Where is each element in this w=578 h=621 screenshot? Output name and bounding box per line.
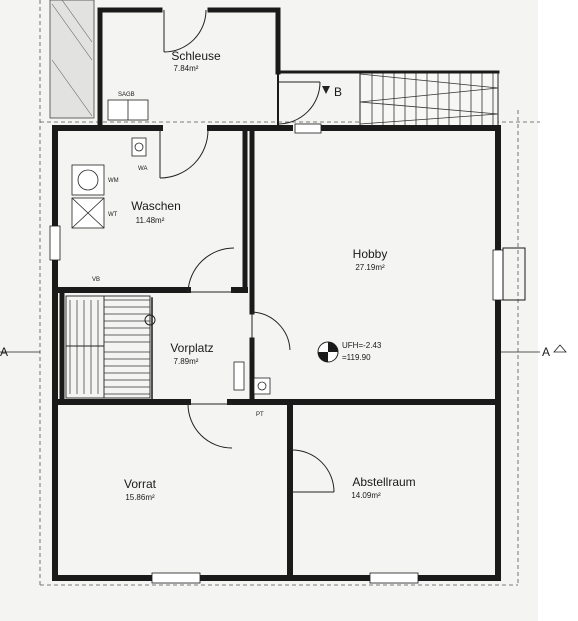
indoor-stair-steps [69, 299, 150, 395]
svg-text:27.19m²: 27.19m² [355, 263, 385, 272]
level-marker-elevation: =119.90 [342, 353, 371, 362]
section-mark-left: A [0, 345, 8, 359]
room-label-abstellraum: Abstellraum 14.09m² [351, 475, 415, 500]
indoor-stairs [65, 295, 151, 399]
fixtures [71, 99, 271, 395]
windows [49, 123, 504, 584]
level-marker-symbol [317, 341, 339, 363]
fixture-label-pt: PT [256, 412, 264, 418]
exterior-strip [49, 0, 95, 119]
fixture-label-wm: WM [108, 178, 119, 184]
room-label-hobby: Hobby 27.19m² [353, 247, 388, 272]
fixture-label-wa: WA [138, 166, 147, 172]
svg-text:7.84m²: 7.84m² [174, 64, 199, 73]
svg-text:Waschen: Waschen [131, 199, 181, 213]
section-mark-right: A [542, 345, 550, 359]
doors [159, 9, 335, 493]
walls [52, 7, 501, 581]
page-margin [538, 0, 578, 621]
stair-post [144, 314, 156, 326]
svg-text:Hobby: Hobby [353, 247, 388, 261]
room-label-waschen: Waschen 11.48m² [131, 199, 181, 225]
outdoor-stairs [359, 71, 499, 127]
svg-text:Vorplatz: Vorplatz [170, 341, 213, 355]
room-label-vorplatz: Vorplatz 7.89m² [170, 341, 213, 366]
svg-text:14.09m²: 14.09m² [351, 491, 381, 500]
svg-text:11.48m²: 11.48m² [136, 216, 165, 225]
svg-text:Schleuse: Schleuse [171, 49, 221, 63]
exterior-hatch [51, 0, 93, 117]
marker-label-b: B [334, 85, 342, 99]
svg-text:7.89m²: 7.89m² [174, 357, 199, 366]
level-marker-ufh: UFH=-2.43 [342, 341, 382, 350]
svg-text:Abstellraum: Abstellraum [352, 475, 415, 489]
arrow-down-icon [322, 86, 330, 94]
svg-text:Vorrat: Vorrat [124, 477, 157, 491]
fixture-label-sagb: SAGB [118, 92, 135, 98]
fixture-label-wt: WT [108, 212, 118, 218]
section-arrow-icon [553, 344, 567, 353]
bay-window [502, 247, 526, 301]
room-label-schleuse: Schleuse 7.84m² [171, 49, 221, 73]
svg-text:15.86m²: 15.86m² [125, 493, 155, 502]
stair-run-line [359, 73, 499, 125]
room-label-vorrat: Vorrat 15.86m² [124, 477, 157, 502]
fixture-label-vb: VB [92, 277, 100, 283]
